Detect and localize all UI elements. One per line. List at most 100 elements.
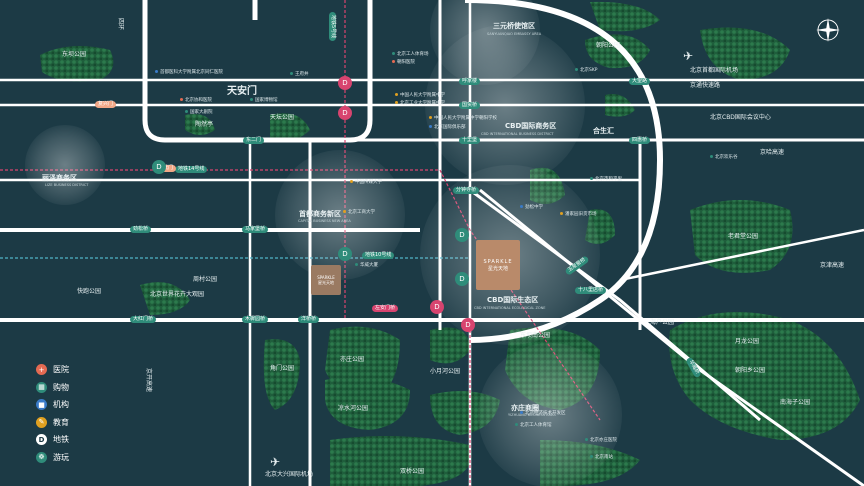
park-south-left	[263, 339, 300, 410]
road-tag-muxiyuan: 木樨园桥	[242, 316, 269, 323]
park-east	[700, 27, 790, 80]
road-tag-fuxingmen: 复兴门	[95, 101, 117, 108]
road-label-jingha: 京哈高速	[760, 149, 785, 156]
legend-label-shopping: 购物	[53, 382, 69, 392]
road-tag-metro5: 地铁5号线	[329, 12, 336, 42]
road-tag-shilipu: 十里堡	[459, 137, 481, 144]
airport-cbd: 北京CBD国际会议中心	[710, 114, 771, 121]
park-southeast	[669, 312, 860, 440]
park-label-tiantan: 天坛公园	[270, 114, 295, 121]
institution-icon: ■	[36, 399, 47, 411]
poi-5: 王府井	[290, 72, 309, 78]
metro-badge-1[interactable]: D	[455, 228, 469, 242]
poi-17: 北京市和平里	[590, 177, 622, 183]
district-cbd: CBD国际商务区	[505, 122, 557, 130]
airplane-icon-daxing: ✈	[270, 455, 281, 469]
sparkle-small-sub: 星光天地	[318, 279, 334, 285]
road-label-jingtong: 京通快速路	[690, 82, 721, 89]
halo-cbd	[425, 25, 585, 185]
district-cbd-en: CBD INTERNATIONAL BUSINESS DISTRICT	[481, 132, 554, 136]
map-legend: + 医院 ▦ 购物 ■ 机构 ✎ 教育 D 地铁 ☸ 游玩	[36, 361, 69, 466]
legend-item-entertainment: ☸ 游玩	[36, 449, 69, 467]
legend-item-shopping: ▦ 购物	[36, 379, 69, 397]
legend-item-institution: ■ 机构	[36, 396, 69, 414]
park-label-haihu: 海户公园	[650, 319, 675, 326]
poi-happy-valley: 北京欢乐谷	[710, 155, 738, 161]
district-hesheng: 合生汇	[593, 127, 614, 135]
park-label-shuangqiao: 双桥公园	[400, 468, 425, 475]
poi-20: 北京亦庄医院	[585, 438, 617, 444]
park-label-dongbainan: 东坝南公园	[520, 332, 551, 339]
poi-2: 北京协和医院	[180, 98, 212, 104]
road-tag-zuoanmen: 左安门桥	[372, 305, 399, 312]
park-label-nanhaizi: 南海子公园	[780, 399, 811, 406]
park-south-3	[330, 436, 472, 486]
hospital-icon: +	[36, 364, 47, 376]
poi-7: 朝阳医院	[392, 60, 415, 66]
road-tag-guomao: 国贸桥	[459, 102, 481, 109]
road-tag-metro10: 地铁10号线	[362, 252, 395, 259]
park-dongba	[40, 46, 114, 82]
district-lize: 丽泽商务区	[42, 174, 77, 182]
park-label-yizhuang: 亦庄公园	[340, 356, 365, 363]
poi-1: 首都医科大学附属北京同仁医院	[155, 70, 223, 76]
sparkle-name: SPARKLE	[483, 258, 513, 265]
metro-badge-7[interactable]: D	[338, 247, 352, 261]
sparkle-main-marker[interactable]: SPARKLE 星光天地	[476, 240, 520, 290]
park-south-2	[325, 376, 410, 430]
park-label-xiaoyuan: 小月河公园	[430, 368, 461, 375]
road-label-ring4: 四环	[117, 18, 124, 31]
park-chaoyang	[585, 34, 650, 69]
legend-item-metro: D 地铁	[36, 431, 69, 449]
park-label-zhoucheng: 周村公园	[193, 276, 218, 283]
road-label-jingjin: 京津高速	[820, 262, 845, 269]
poi-10: 中国人民大学附属中学朝阳学校	[429, 116, 497, 122]
sparkle-small-name: SPARKLE	[317, 274, 335, 280]
sparkle-small-marker[interactable]: SPARKLE 星光天地	[311, 265, 341, 295]
park-chaoyang-big	[590, 1, 660, 32]
park-label-chaoyang2: 朝阳乡公园	[735, 367, 766, 374]
legend-label-metro: 地铁	[53, 435, 69, 445]
park-west	[140, 282, 190, 315]
poi-4: 国家博物馆	[250, 98, 278, 104]
metro-badge-4[interactable]: D	[338, 106, 352, 120]
sparkle-sub: 星光天地	[487, 265, 508, 272]
metro-badge-5[interactable]: D	[430, 300, 444, 314]
district-sanyuanqiao-en: SANYUANQIAO EMBASSY AREA	[487, 32, 542, 36]
poi-3: 国家大剧院	[185, 110, 213, 116]
park-label-laojun: 老君堂公园	[728, 233, 759, 240]
park-label-dongba: 东坝公园	[62, 51, 87, 58]
legend-item-education: ✎ 教育	[36, 414, 69, 432]
metro-badge-8[interactable]: D	[152, 160, 166, 174]
poi-12: 中国传媒大学	[350, 180, 382, 186]
road-diagonal-3	[619, 228, 864, 282]
entertainment-icon: ☸	[36, 451, 47, 463]
metro-badge-3[interactable]: D	[338, 76, 352, 90]
road-tag-fenzhongsi: 分钟寺桥	[453, 187, 480, 194]
legend-label-entertainment: 游玩	[53, 452, 69, 462]
district-eco-en: CBD INTERNATIONAL ECOLOGICAL ZONE	[474, 306, 546, 310]
district-eco: CBD国际生态区	[487, 296, 539, 304]
park-east-big	[690, 200, 793, 273]
park-taoranting	[185, 114, 215, 135]
road-tag-dawanglu: 大望路	[629, 78, 651, 85]
district-capital-en: CAPITAL BUSINESS NEW AREA	[298, 219, 351, 223]
airport-capital: 北京首都国际机场	[690, 67, 739, 74]
park-label-taoranting: 陶然亭	[195, 121, 214, 128]
compass	[816, 18, 840, 42]
district-lize-en: LIZE BUSINESS DISTRICT	[45, 183, 89, 187]
park-southeast-left	[430, 327, 470, 364]
park-label-chaoyang: 朝阳公园	[596, 42, 621, 49]
district-tiananmen: 天安门	[227, 86, 257, 97]
legend-label-institution: 机构	[53, 400, 69, 410]
metro-badge-6[interactable]: D	[461, 318, 475, 332]
road-tag-shibalidian: 十八里店桥	[575, 287, 607, 294]
metro-badge-2[interactable]: D	[455, 272, 469, 286]
district-yizhuang: 亦庄商圈	[511, 404, 539, 412]
road-label-jingkai: 京开高速	[145, 368, 152, 393]
poi-skp: 北京SKP	[575, 68, 598, 74]
halo-lize	[25, 125, 105, 205]
district-capital: 首都商务新区	[299, 210, 341, 218]
